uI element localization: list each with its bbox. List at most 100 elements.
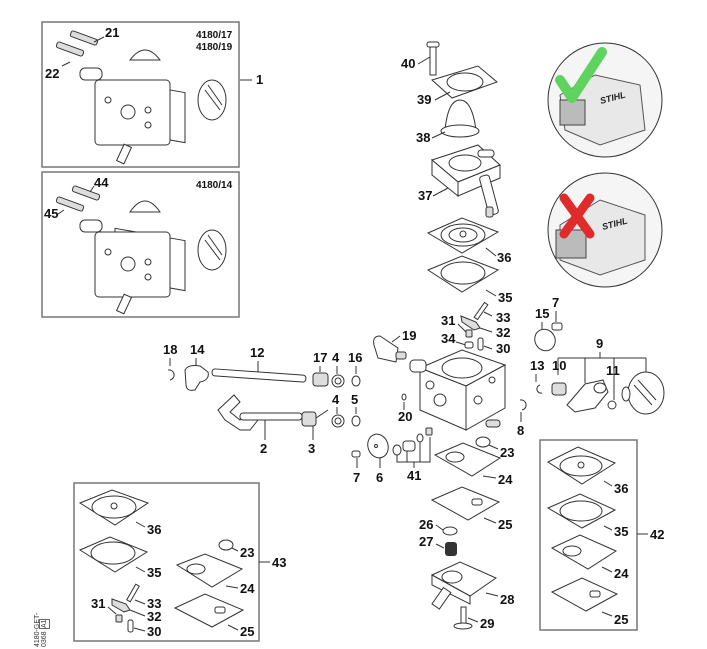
kit-box-43: 36 35 23 24 25 33 32 31 30 43 bbox=[73, 482, 286, 642]
jet-44 bbox=[71, 185, 101, 201]
o-ring-5 bbox=[351, 415, 361, 427]
callout-8: 8 bbox=[517, 423, 524, 438]
needle-valve-set-41 bbox=[392, 427, 433, 456]
callout-42: 42 bbox=[650, 527, 664, 542]
pump-housing-37 bbox=[430, 144, 501, 218]
callout-32: 32 bbox=[496, 325, 510, 340]
callout-11: 11 bbox=[606, 363, 620, 378]
callout-1: 1 bbox=[256, 72, 263, 87]
callout-35: 35 bbox=[498, 290, 512, 305]
callout-37: 37 bbox=[418, 188, 432, 203]
plate-15 bbox=[534, 328, 556, 352]
washer-4 bbox=[331, 414, 345, 428]
callout-15: 15 bbox=[535, 306, 549, 321]
diaphragm-36 bbox=[426, 217, 500, 254]
callout-7a: 7 bbox=[353, 470, 360, 485]
callout-k42-35: 35 bbox=[614, 524, 628, 539]
callout-34: 34 bbox=[441, 331, 456, 346]
o-ring-16 bbox=[351, 375, 361, 387]
callout-7b: 7 bbox=[552, 295, 559, 310]
spring-27 bbox=[445, 542, 457, 556]
lever-14 bbox=[184, 365, 209, 391]
callout-k43-30: 30 bbox=[147, 624, 161, 639]
callout-14: 14 bbox=[190, 342, 205, 357]
check-mark-icon bbox=[555, 47, 607, 103]
primer-bulb-38 bbox=[440, 99, 480, 138]
circlip-13 bbox=[536, 384, 543, 394]
washer-26 bbox=[442, 526, 458, 536]
callout-27: 27 bbox=[419, 534, 433, 549]
screw-40 bbox=[426, 41, 440, 76]
callout-5: 5 bbox=[351, 392, 358, 407]
callout-10: 10 bbox=[552, 358, 566, 373]
throttle-valve-6 bbox=[367, 433, 389, 459]
callout-k42-24: 24 bbox=[614, 566, 629, 581]
kit-box-42: 36 35 24 25 42 bbox=[539, 439, 664, 631]
washer-4 bbox=[331, 374, 345, 388]
callout-30: 30 bbox=[496, 341, 510, 356]
callout-18: 18 bbox=[163, 342, 177, 357]
callout-k43-23: 23 bbox=[240, 545, 254, 560]
carburetor-assembly-illustration bbox=[79, 49, 227, 165]
variant-code: 4180/19 bbox=[196, 42, 233, 53]
gasket-25 bbox=[173, 593, 245, 628]
gasket-24 bbox=[175, 553, 244, 588]
throttle-shaft-2 bbox=[239, 412, 303, 421]
variant-frame bbox=[41, 171, 240, 318]
callout-33: 33 bbox=[496, 310, 510, 325]
callout-k43-33: 33 bbox=[147, 596, 161, 611]
callout-40: 40 bbox=[401, 56, 415, 71]
indicator-incorrect: STIHL bbox=[547, 172, 663, 288]
document-id-text: 4180-GET-0368 bbox=[34, 612, 48, 647]
callout-43: 43 bbox=[272, 555, 286, 570]
choke-lever bbox=[566, 379, 609, 413]
variant-code: 4180/14 bbox=[196, 180, 233, 191]
screw-29 bbox=[453, 606, 473, 630]
callout-k43-36: 36 bbox=[147, 522, 161, 537]
circlip-18 bbox=[167, 369, 175, 381]
callout-6: 6 bbox=[376, 470, 383, 485]
variant-box-4180-17-19: 4180/17 4180/19 21 22 1 bbox=[41, 21, 263, 168]
callout-20: 20 bbox=[398, 409, 412, 424]
carburetor-assembly-illustration bbox=[79, 200, 227, 315]
cover-plate-39 bbox=[431, 65, 498, 99]
diaphragm-36 bbox=[546, 446, 617, 485]
callout-21: 21 bbox=[105, 25, 119, 40]
gasket-35 bbox=[546, 493, 617, 529]
callout-9: 9 bbox=[596, 336, 603, 351]
circlip-8 bbox=[519, 399, 527, 411]
callout-k43-32: 32 bbox=[147, 609, 161, 624]
callout-28: 28 bbox=[500, 592, 514, 607]
spring-10 bbox=[551, 382, 567, 396]
throttle-stop-19 bbox=[373, 335, 407, 363]
spring-31 bbox=[465, 329, 473, 338]
callout-36: 36 bbox=[497, 250, 511, 265]
gasket-35 bbox=[426, 255, 500, 293]
callout-3: 3 bbox=[308, 441, 315, 456]
gasket-24 bbox=[550, 534, 618, 570]
callout-13: 13 bbox=[530, 358, 544, 373]
callout-22: 22 bbox=[45, 66, 59, 81]
callout-29: 29 bbox=[480, 616, 494, 631]
callout-16: 16 bbox=[348, 350, 362, 365]
callout-39: 39 bbox=[417, 92, 431, 107]
callout-4a: 4 bbox=[332, 350, 340, 365]
pump-cover-28 bbox=[430, 561, 498, 610]
callout-41: 41 bbox=[407, 468, 421, 483]
screw-34 bbox=[464, 341, 474, 349]
nut-11 bbox=[607, 400, 617, 410]
jet-21 bbox=[69, 30, 99, 46]
callout-24: 24 bbox=[498, 472, 513, 487]
choke-shaft-12 bbox=[211, 368, 307, 383]
needle-30 bbox=[127, 619, 134, 633]
callout-44: 44 bbox=[94, 175, 109, 190]
callout-12: 12 bbox=[250, 345, 264, 360]
callout-38: 38 bbox=[416, 130, 430, 145]
callout-25: 25 bbox=[498, 517, 512, 532]
screw-7 bbox=[551, 322, 563, 331]
gasket-35 bbox=[78, 536, 149, 573]
spring-17 bbox=[312, 372, 329, 387]
filter-23 bbox=[475, 436, 491, 448]
kit-frame bbox=[539, 439, 638, 631]
